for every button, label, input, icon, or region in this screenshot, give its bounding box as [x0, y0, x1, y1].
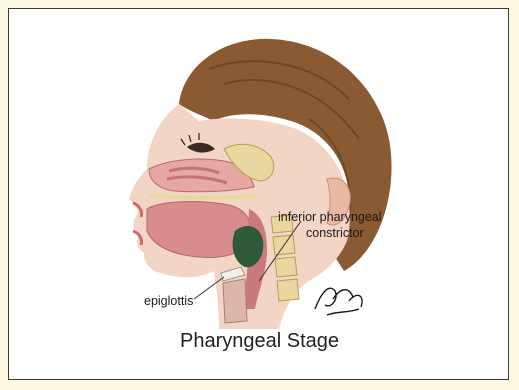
label-epiglottis: epiglottis [144, 294, 193, 308]
label-constrictor-line2: constrictor [306, 226, 364, 240]
label-inferior-pharyngeal-line1: inferior pharyngeal [278, 210, 382, 224]
larynx [223, 279, 247, 323]
figure-caption: Pharyngeal Stage [9, 330, 510, 353]
slide-frame: inferior pharyngeal constrictor epiglott… [8, 8, 509, 380]
head-sagittal-illustration [9, 9, 510, 381]
artist-signature [315, 288, 362, 315]
